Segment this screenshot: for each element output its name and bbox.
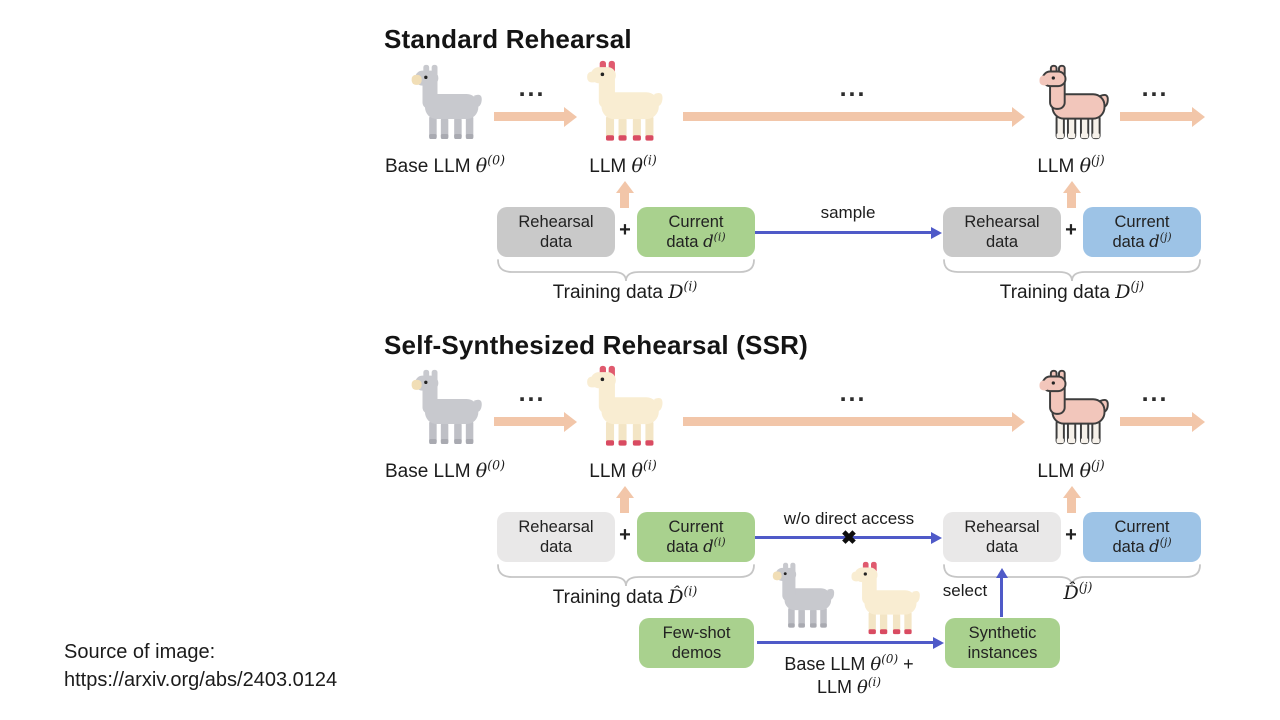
ellipsis: ... [839,74,867,102]
training-data-i-hat-label: Training data D̂(i) [552,583,698,608]
llm-j-llama-icon [1039,65,1108,139]
base-llm-llama-icon [772,562,835,628]
up-arrow-icon [1067,497,1076,513]
brace-icon [497,564,755,587]
brace-icon [497,259,755,282]
current-data-j-box: Current data d(j) [1083,512,1201,562]
up-arrow-icon [620,192,629,208]
brace-icon [943,259,1201,282]
base-llm-llama-icon [411,369,482,444]
source-url: https://arxiv.org/abs/2403.0124 [64,669,338,691]
generate-arrow-icon [757,641,933,644]
brace-icon [943,564,1201,587]
base-llm-label: Base LLM θ(0) [384,152,506,177]
ellipsis: ... [839,379,867,407]
ellipsis: ... [518,74,546,102]
sample-label: sample [820,203,876,222]
ellipsis: ... [518,379,546,407]
llm-j-label: LLM θ(j) [1037,152,1105,177]
ellipsis: ... [1141,74,1169,102]
llm-j-label: LLM θ(j) [1037,457,1105,482]
current-data-i-box: Current data d(i) [637,512,755,562]
no-direct-access-label: w/o direct access [783,509,915,528]
right-arrow-icon [683,112,1012,121]
up-arrow-icon [1067,192,1076,208]
ssr-title: Self-Synthesized Rehearsal (SSR) [384,330,808,360]
right-arrow-icon [1120,112,1192,121]
llm-i-label: LLM θ(i) [589,457,657,482]
right-arrow-icon [494,417,564,426]
plus-sign: + [1065,524,1077,546]
cross-mark-icon: ✖ [841,528,857,549]
right-arrow-icon [683,417,1012,426]
select-arrow-icon [1000,578,1003,617]
plus-sign: + [619,219,631,241]
plus-sign: + [1065,219,1077,241]
base-llm-llama-icon [411,64,482,139]
training-data-i-label: Training data D(i) [552,278,698,303]
source-label: Source of image: [64,641,216,663]
base-llm-label: Base LLM θ(0) [384,457,506,482]
standard-rehearsal-title: Standard Rehearsal [384,24,632,54]
llm-i-llama-icon [587,365,663,446]
llm-i-llama-icon [587,60,663,141]
right-arrow-icon [1120,417,1192,426]
current-data-j-box: Current data d(j) [1083,207,1201,257]
select-label: select [942,581,988,600]
generator-llms-label-line2: LLM θ(i) [817,675,881,698]
d-hat-j-label: D̂(j) [1063,579,1093,604]
ellipsis: ... [1141,379,1169,407]
training-data-j-label: Training data D(j) [999,278,1145,303]
current-data-i-box: Current data d(i) [637,207,755,257]
llm-j-llama-icon [1039,370,1108,444]
sample-arrow-icon [755,231,931,234]
generator-llms-label-line1: Base LLM θ(0) + [784,652,914,675]
right-arrow-icon [494,112,564,121]
llm-i-llama-icon [851,561,920,635]
no-access-arrow-icon [755,536,931,539]
up-arrow-icon [620,497,629,513]
plus-sign: + [619,524,631,546]
llm-i-label: LLM θ(i) [589,152,657,177]
